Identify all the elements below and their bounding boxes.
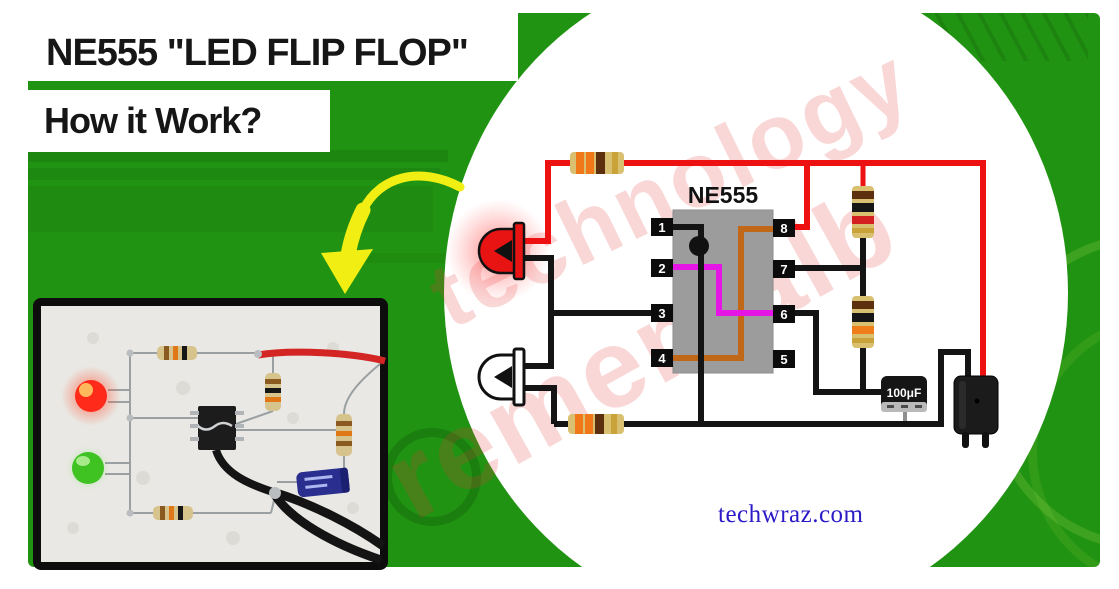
photo-capacitor [296,467,350,498]
pcb-trace [28,168,440,180]
ic-pins-right: 8 7 6 5 [773,219,795,368]
ic-label: NE555 [688,182,759,208]
main-title: NE555 "LED FLIP FLOP" [46,32,469,74]
photo-red-led [61,366,121,426]
yellow-curved-arrow-icon [305,158,475,303]
website-url: techwraz.com [718,501,864,528]
resistor-bottom-330 [568,414,624,434]
photo-ic [190,406,244,450]
pin-label: 3 [658,306,665,321]
circuit-photo [33,298,388,570]
subtitle-banner: How it Work? [0,90,330,152]
pin1-ground-wire [673,224,704,424]
pin-label: 8 [780,221,787,236]
ic-pin1-dot [689,236,709,256]
power-adapter [953,375,999,448]
title-banner: NE555 "LED FLIP FLOP" [0,0,518,81]
resistor-r1-1k [852,186,874,238]
white-led [477,347,526,407]
capacitor-100uf: 100μF [881,376,927,412]
pin-label: 1 [658,220,665,235]
ic-pins-left: 1 2 3 4 [651,218,673,367]
pin-label: 4 [658,351,666,366]
pcb-trace [28,150,448,162]
capacitor-label: 100μF [887,386,922,400]
pin-label: 7 [780,262,787,277]
resistor-r2-10k [852,296,874,348]
resistor-top-330 [570,152,624,174]
ne555-ic: NE555 1 2 3 4 8 7 6 5 [651,182,795,424]
black-wires [523,238,971,427]
magenta-internal-wire [673,264,773,316]
photo-black-wires [212,448,386,565]
subtitle: How it Work? [44,100,262,141]
pcb-trace [358,253,448,263]
pin-label: 2 [658,261,665,276]
photo-red-wire [257,348,386,365]
orange-internal-wire [673,226,773,361]
photo-resistors [153,346,352,520]
photo-green-led [66,446,110,490]
pin-label: 5 [780,352,787,367]
red-led [477,221,526,281]
pin-label: 6 [780,307,787,322]
photo-solder-joints [126,349,281,517]
